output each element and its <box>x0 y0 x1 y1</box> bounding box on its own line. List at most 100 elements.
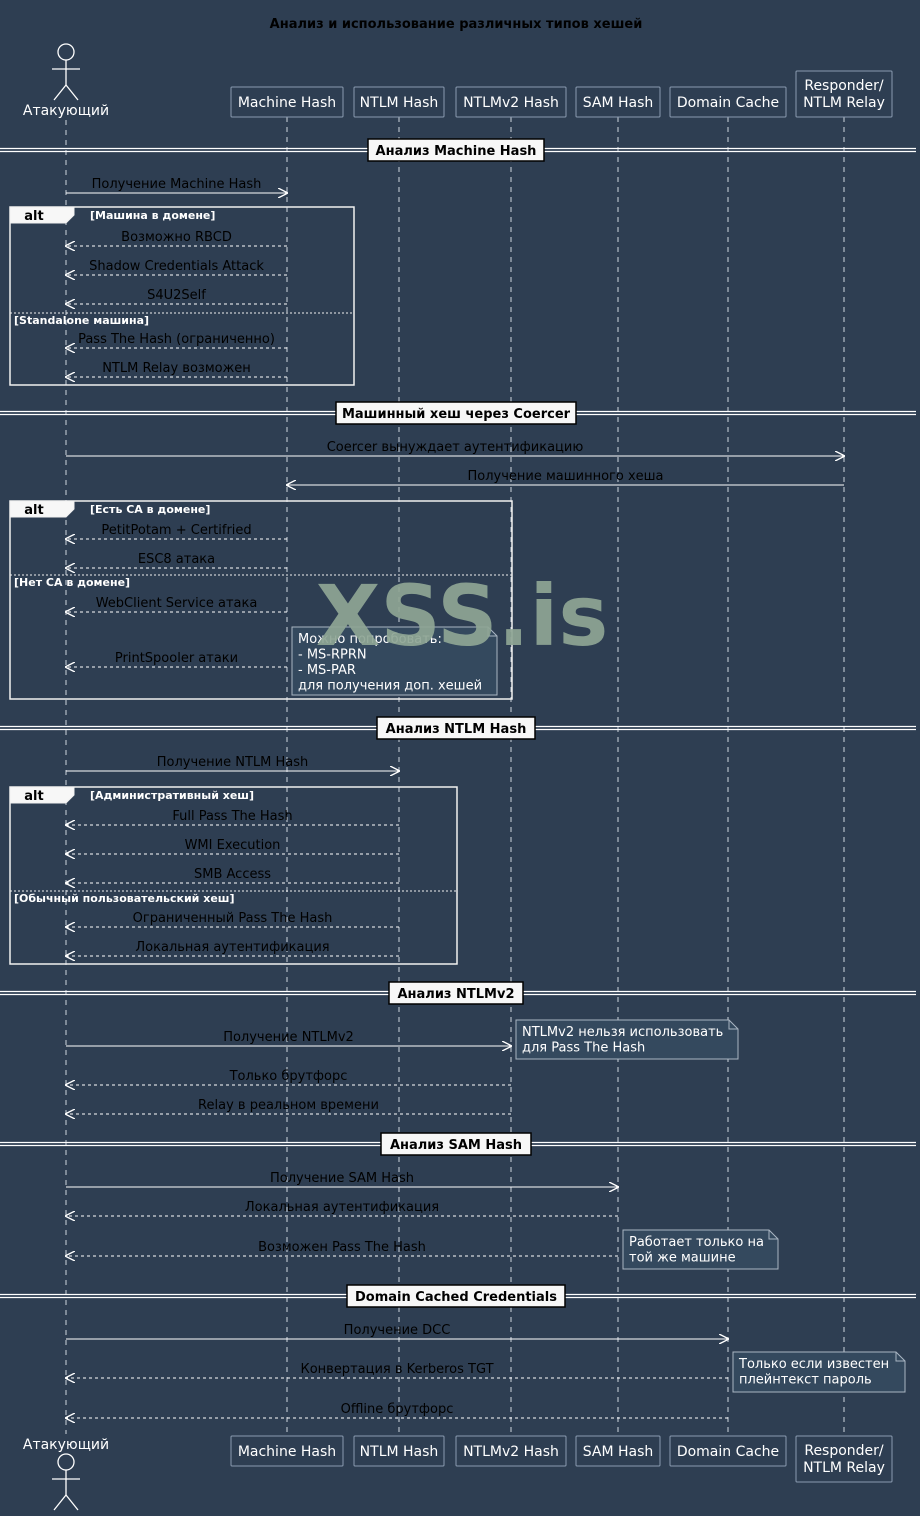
message-arrow: ESC8 атака <box>66 552 287 568</box>
separator-label-box <box>367 138 545 162</box>
participant-box <box>795 1435 893 1483</box>
separator-label-box <box>335 401 577 425</box>
note-box <box>622 1229 779 1270</box>
participant-label: Domain Cache <box>677 1444 779 1460</box>
separator-label-box <box>346 1284 566 1308</box>
section-separator: Анализ Machine Hash <box>0 138 916 162</box>
participant-nh-top: NTLM Hash <box>353 86 445 118</box>
participant-label: Domain Cache <box>677 95 779 111</box>
participant-label: Machine Hash <box>238 1444 336 1460</box>
participant-label: SAM Hash <box>583 95 654 111</box>
alt-tab <box>9 786 75 804</box>
note-fold <box>895 1352 905 1362</box>
actor-head-icon <box>57 1453 75 1471</box>
message-label: Full Pass The Hash <box>172 809 292 824</box>
message-label: NTLM Relay возможен <box>102 361 251 376</box>
participant-box <box>669 86 787 118</box>
message-arrow: Локальная аутентификация <box>66 1200 618 1216</box>
message-label: Pass The Hash (ограниченно) <box>78 332 275 347</box>
actor-head-icon <box>57 43 75 61</box>
message-arrow: WebClient Service атака <box>66 596 287 612</box>
message-arrow: Получение машинного хеша <box>287 469 844 485</box>
note-fold <box>768 1230 778 1240</box>
message-label: Возможно RBCD <box>121 230 232 245</box>
participant-box <box>230 86 344 118</box>
watermark-text: XSS.is <box>316 567 609 665</box>
separator-label-box <box>380 1132 532 1156</box>
participant-box <box>795 70 893 118</box>
message-arrow: Получение DCC <box>66 1323 728 1339</box>
participant-mh-bottom: Machine Hash <box>230 1435 344 1467</box>
participant-label: NTLM Relay <box>803 1460 885 1476</box>
message-label: Локальная аутентификация <box>245 1200 439 1215</box>
message-label: ESC8 атака <box>138 552 215 567</box>
message-arrow: PrintSpooler атаки <box>66 651 287 667</box>
message-arrow: NTLM Relay возможен <box>66 361 287 377</box>
participant-box <box>230 1435 344 1467</box>
alt-guard: [Обычный пользовательский хеш] <box>14 892 235 905</box>
alt-frame: alt [Машина в домене] [Standalone машина] <box>9 206 355 386</box>
message-label: Только брутфорс <box>229 1069 348 1084</box>
message-arrow: PetitPotam + Certifried <box>66 523 287 539</box>
message-arrow: Конвертация в Kerberos TGT <box>66 1362 728 1378</box>
alt-frame: alt [Есть CA в домене] [Нет CA в домене] <box>9 500 513 700</box>
section-separator: Анализ NTLMv2 <box>0 981 916 1005</box>
note-line: для получения доп. хешей <box>298 679 482 694</box>
separator-label: Анализ Machine Hash <box>376 144 537 159</box>
message-arrow: Pass The Hash (ограниченно) <box>66 332 287 348</box>
note-line: Можно попробовать: <box>298 632 442 647</box>
message-label: Получение DCC <box>344 1323 451 1338</box>
participant-nh-bottom: NTLM Hash <box>353 1435 445 1467</box>
message-arrow: Получение SAM Hash <box>66 1171 618 1187</box>
participant-box <box>455 1435 567 1467</box>
alt-keyword: alt <box>24 503 43 518</box>
participant-mh-top: Machine Hash <box>230 86 344 118</box>
alt-keyword: alt <box>24 209 43 224</box>
message-label: Relay в реальном времени <box>198 1098 379 1113</box>
participant-label: Machine Hash <box>238 95 336 111</box>
alt-guard: [Нет CA в домене] <box>14 576 130 589</box>
message-arrow: Локальная аутентификация <box>66 940 399 956</box>
message-arrow: Full Pass The Hash <box>66 809 399 825</box>
alt-frame-border <box>9 500 513 700</box>
alt-frame-border <box>9 786 458 965</box>
note-fold <box>728 1020 738 1030</box>
actor-leg-icon <box>53 84 67 101</box>
message-arrow: Возможен Pass The Hash <box>66 1240 618 1256</box>
alt-guard: [Есть CA в домене] <box>90 503 210 516</box>
message-arrow: WMI Execution <box>66 838 399 854</box>
participant-box <box>455 86 567 118</box>
section-separator: Машинный хеш через Coercer <box>0 401 916 425</box>
alt-guard: [Standalone машина] <box>14 314 149 327</box>
alt-frame-border <box>9 206 355 386</box>
note-line: - MS-PAR <box>298 663 356 678</box>
note-fold <box>487 627 497 637</box>
note-box <box>291 626 498 696</box>
section-separator: Domain Cached Credentials <box>0 1284 916 1308</box>
message-label: Получение машинного хеша <box>467 469 663 484</box>
message-arrow: Relay в реальном времени <box>66 1098 511 1114</box>
note-line: для Pass The Hash <box>522 1041 645 1056</box>
participant-dc-top: Domain Cache <box>669 86 787 118</box>
note-box <box>515 1019 739 1060</box>
participant-label: NTLM Hash <box>360 95 439 111</box>
message-label: Получение NTLM Hash <box>157 755 309 770</box>
message-label: Получение NTLMv2 <box>223 1030 354 1045</box>
message-label: Offline брутфорс <box>341 1402 454 1417</box>
message-label: WebClient Service атака <box>96 596 258 611</box>
note-box <box>732 1351 906 1393</box>
note-line: той же машине <box>629 1251 736 1266</box>
note-line: плейнтекст пароль <box>739 1373 872 1388</box>
actor-leg-icon <box>65 84 79 101</box>
message-label: Конвертация в Kerberos TGT <box>300 1362 493 1377</box>
participant-label: Атакующий <box>23 103 109 119</box>
alt-guard: [Машина в домене] <box>90 209 215 222</box>
participant-label: Responder/ <box>804 1443 884 1459</box>
alt-frame: alt[Административный хеш][Обычный пользо… <box>9 786 458 965</box>
alt-tab <box>9 500 75 518</box>
message-arrow: Shadow Credentials Attack <box>66 259 287 275</box>
participant-dc-bottom: Domain Cache <box>669 1435 787 1467</box>
message-label: Возможен Pass The Hash <box>258 1240 426 1255</box>
